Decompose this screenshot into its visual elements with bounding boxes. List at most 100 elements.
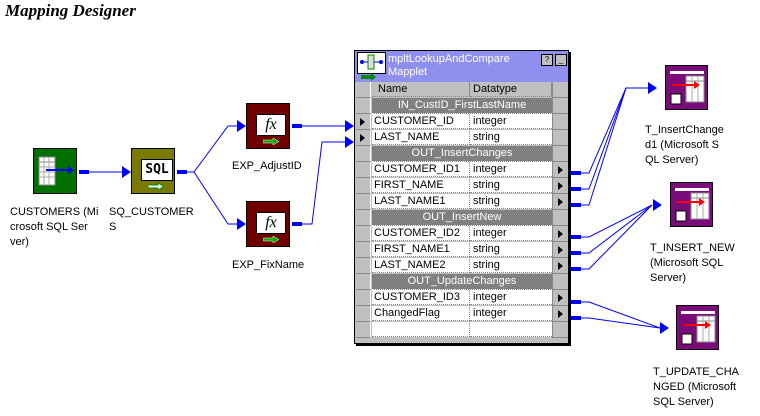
port-name: FIRST_NAME1	[372, 242, 470, 257]
fx-icon: fx	[256, 114, 286, 136]
output-port-handle[interactable]	[552, 194, 568, 210]
column-header-datatype[interactable]: Datatype	[470, 82, 552, 97]
expression-adjustid-label: EXP_AdjustID	[232, 160, 302, 172]
port-arrow-icon	[558, 294, 563, 302]
link-arrowhead	[237, 218, 246, 230]
link-stub	[571, 251, 581, 255]
port-group-row[interactable]: OUT_UpdateChanges	[355, 274, 568, 290]
link-stub	[292, 222, 302, 226]
port-name: LAST_NAME	[372, 130, 470, 145]
source-label: CUSTOMERS (Mi crosoft SQL Ser ver)	[10, 206, 99, 248]
table-icon	[38, 156, 74, 186]
output-port-handle	[552, 146, 568, 162]
link-arrowhead	[653, 199, 662, 211]
link-line[interactable]	[187, 125, 238, 173]
link-stub	[292, 124, 302, 128]
link-arrowhead	[345, 136, 354, 148]
input-port-handle	[356, 322, 371, 338]
input-port-handle	[356, 210, 371, 226]
output-port-handle[interactable]	[552, 290, 568, 306]
link-line[interactable]	[193, 171, 238, 225]
port-datatype: integer	[470, 226, 552, 241]
port-group-row[interactable]: OUT_InsertNew	[355, 210, 568, 226]
arrow-right-icon	[263, 138, 279, 145]
output-port-handle	[552, 274, 568, 290]
output-port-handle[interactable]	[552, 306, 568, 322]
output-port-handle[interactable]	[552, 178, 568, 194]
source-customers[interactable]	[33, 148, 77, 194]
port-group-row[interactable]: IN_CustID_FirstLastName	[355, 98, 568, 114]
link-stub	[571, 316, 581, 320]
port-arrow-icon	[558, 262, 563, 270]
port-name: CUSTOMER_ID3	[372, 290, 470, 305]
link-line[interactable]	[581, 204, 653, 254]
source-qualifier[interactable]: SQL	[131, 148, 175, 194]
input-port-handle	[356, 258, 371, 274]
arrow-right-icon	[263, 236, 279, 243]
target-insert-changed[interactable]	[665, 65, 708, 110]
mapplet-header[interactable]: mpltLookupAndCompare Mapplet ? _	[355, 51, 568, 82]
port-datatype: string	[470, 194, 552, 209]
target-table-icon	[670, 71, 705, 105]
column-header-row: Name Datatype	[355, 82, 568, 98]
input-port-handle	[356, 162, 371, 178]
port-group-name: OUT_UpdateChanges	[372, 274, 552, 290]
minimize-button[interactable]: _	[555, 54, 567, 66]
link-line[interactable]	[581, 204, 653, 238]
output-port-handle[interactable]	[552, 226, 568, 242]
mapplet-title: mpltLookupAndCompare Mapplet	[388, 53, 510, 78]
output-port-handle[interactable]	[552, 242, 568, 258]
port-datatype: string	[470, 130, 552, 145]
help-button[interactable]: ?	[541, 54, 553, 66]
link-line[interactable]	[581, 87, 648, 174]
fx-icon: fx	[256, 212, 286, 234]
port-datatype: integer	[470, 290, 552, 305]
output-port-handle[interactable]	[552, 162, 568, 178]
target-insert-new-label: T_INSERT_NEW (Microsoft SQL Server)	[650, 242, 735, 284]
expression-adjustid[interactable]: fx	[246, 103, 290, 149]
link-line[interactable]	[581, 301, 661, 329]
page-title: Mapping Designer	[5, 1, 136, 20]
port-name: LAST_NAME1	[372, 194, 470, 209]
link-line[interactable]	[581, 87, 648, 206]
port-arrow-icon	[558, 310, 563, 318]
link-line[interactable]	[581, 204, 653, 270]
output-port-handle[interactable]	[552, 258, 568, 274]
input-port-handle	[356, 274, 371, 290]
port-datatype: integer	[470, 162, 552, 177]
input-port-handle	[356, 290, 371, 306]
output-port-handle	[552, 322, 568, 338]
input-port-handle[interactable]	[356, 114, 371, 130]
target-insert-new[interactable]	[670, 182, 713, 227]
target-update-changed[interactable]	[676, 305, 719, 350]
expression-fixname[interactable]: fx	[246, 201, 290, 247]
link-line[interactable]	[581, 317, 661, 329]
port-arrow-icon	[558, 166, 563, 174]
port-name: CUSTOMER_ID2	[372, 226, 470, 241]
link-line[interactable]	[581, 87, 648, 190]
mapplet-lookup-and-compare[interactable]: mpltLookupAndCompare Mapplet ? _ Name Da…	[354, 50, 569, 344]
port-group-row[interactable]: OUT_InsertChanges	[355, 146, 568, 162]
column-header-name[interactable]: Name	[372, 82, 470, 97]
port-row[interactable]	[355, 322, 568, 338]
output-port-handle	[552, 98, 568, 114]
input-port-handle	[356, 226, 371, 242]
input-port-handle[interactable]	[356, 130, 371, 146]
port-arrow-icon	[360, 118, 365, 126]
input-port-handle	[356, 146, 371, 162]
link-stub	[177, 170, 187, 174]
link-stub	[571, 203, 581, 207]
input-port-handle	[356, 178, 371, 194]
link-line[interactable]	[302, 141, 346, 225]
port-name	[372, 322, 470, 337]
